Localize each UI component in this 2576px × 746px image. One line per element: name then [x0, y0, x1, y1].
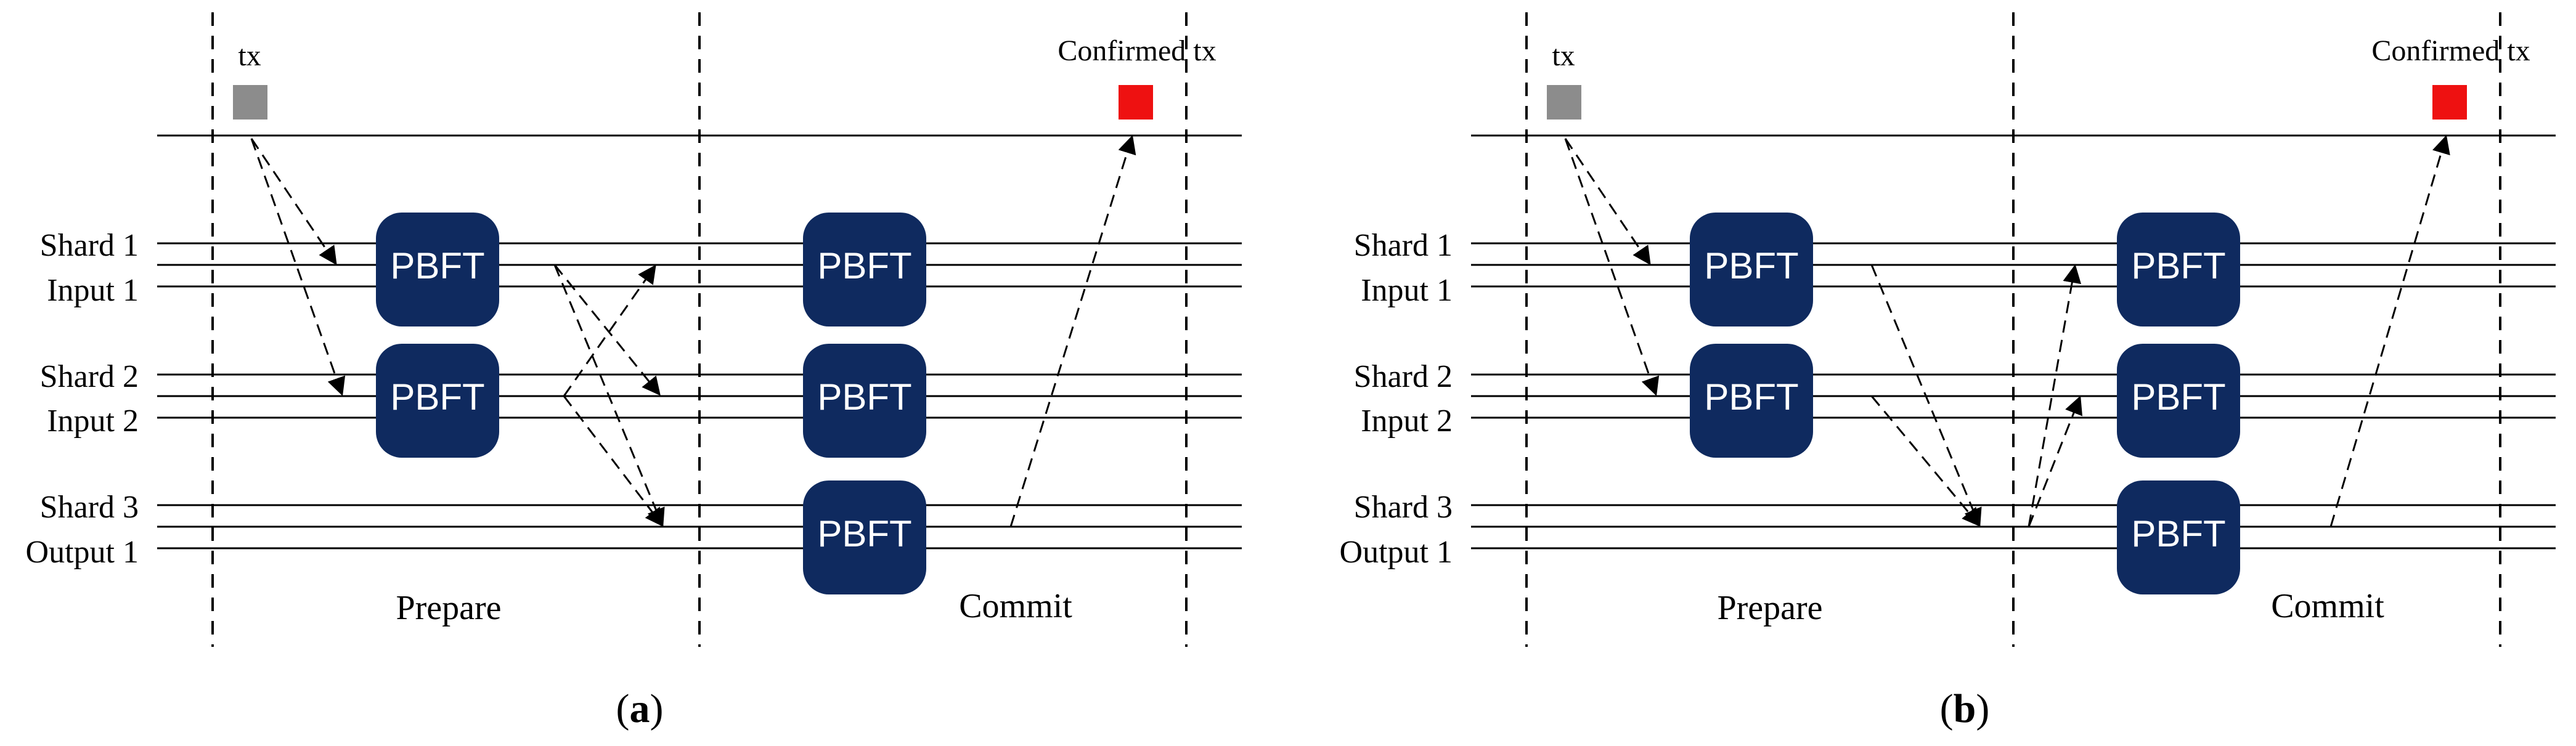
- svg-text:PBFT: PBFT: [2131, 513, 2225, 554]
- arrow: [553, 264, 661, 396]
- row-label-shard-3: Shard 3: [1354, 490, 1453, 525]
- pbft-box: PBFT: [2117, 344, 2240, 458]
- svg-text:PBFT: PBFT: [817, 245, 911, 286]
- svg-text:PBFT: PBFT: [1704, 376, 1798, 418]
- pbft-box: PBFT: [1690, 213, 1813, 326]
- row-label-shard-2: Shard 2: [1354, 359, 1453, 394]
- pbft-box: PBFT: [376, 344, 499, 458]
- arrow: [1009, 135, 1136, 527]
- pbft-box: PBFT: [2117, 213, 2240, 326]
- svg-text:PBFT: PBFT: [1704, 245, 1798, 286]
- pbft-box: PBFT: [1690, 344, 1813, 458]
- svg-text:PBFT: PBFT: [2131, 376, 2225, 418]
- panel-caption: (b): [1940, 686, 1990, 731]
- row-label-shard-1: Shard 1: [1354, 228, 1453, 263]
- confirmed-tx-square: [1119, 85, 1153, 120]
- row-label-output-1: Output 1: [26, 535, 139, 570]
- arrow: [2028, 395, 2083, 527]
- arrow: [2028, 264, 2082, 527]
- row-label-shard-1: Shard 1: [40, 228, 139, 263]
- row-label-input-1: Input 1: [47, 273, 139, 308]
- arrow: [563, 395, 664, 527]
- row-label-shard-2: Shard 2: [40, 359, 139, 394]
- row-label-input-2: Input 2: [1361, 403, 1453, 439]
- tx-label: tx: [238, 39, 261, 72]
- tx-square: [1547, 85, 1581, 120]
- pbft-box: PBFT: [803, 344, 926, 458]
- arrow: [250, 138, 346, 396]
- panel-a: Shard 1 Input 1 Shard 2 Input 2 Shard 3 …: [26, 12, 1242, 731]
- svg-text:PBFT: PBFT: [817, 376, 911, 418]
- row-label-output-1: Output 1: [1340, 535, 1453, 570]
- row-label-input-2: Input 2: [47, 403, 139, 439]
- message-arrows: [1564, 135, 2450, 527]
- arrow: [553, 264, 665, 527]
- svg-text:PBFT: PBFT: [817, 513, 911, 554]
- phase-label-prepare: Prepare: [396, 589, 501, 627]
- tx-square: [233, 85, 267, 120]
- pbft-box: PBFT: [2117, 480, 2240, 594]
- panel-b: Shard 1 Input 1 Shard 2 Input 2 Shard 3 …: [1340, 12, 2556, 731]
- phase-label-commit: Commit: [959, 587, 1072, 625]
- row-label-shard-3: Shard 3: [40, 490, 139, 525]
- arrow: [1564, 138, 1651, 266]
- arrow: [1564, 138, 1660, 396]
- message-arrows: [250, 135, 1136, 527]
- arrow: [2329, 135, 2450, 527]
- confirmed-tx-square: [2432, 85, 2467, 120]
- tx-label: tx: [1552, 39, 1575, 72]
- svg-text:PBFT: PBFT: [390, 245, 484, 286]
- pbft-box: PBFT: [803, 213, 926, 326]
- svg-text:PBFT: PBFT: [390, 376, 484, 418]
- phase-label-prepare: Prepare: [1717, 589, 1822, 627]
- arrow: [250, 138, 337, 266]
- confirmed-tx-label: Confirmed tx: [1058, 34, 1216, 67]
- pbft-box: PBFT: [376, 213, 499, 326]
- svg-text:PBFT: PBFT: [2131, 245, 2225, 286]
- confirmed-tx-label: Confirmed tx: [2371, 34, 2530, 67]
- arrow: [563, 264, 656, 397]
- row-label-input-1: Input 1: [1361, 273, 1453, 308]
- phase-label-commit: Commit: [2271, 587, 2384, 625]
- arrow: [1870, 395, 1981, 527]
- panel-caption: (a): [616, 686, 664, 731]
- pbft-box: PBFT: [803, 480, 926, 594]
- arrow: [1870, 264, 1982, 527]
